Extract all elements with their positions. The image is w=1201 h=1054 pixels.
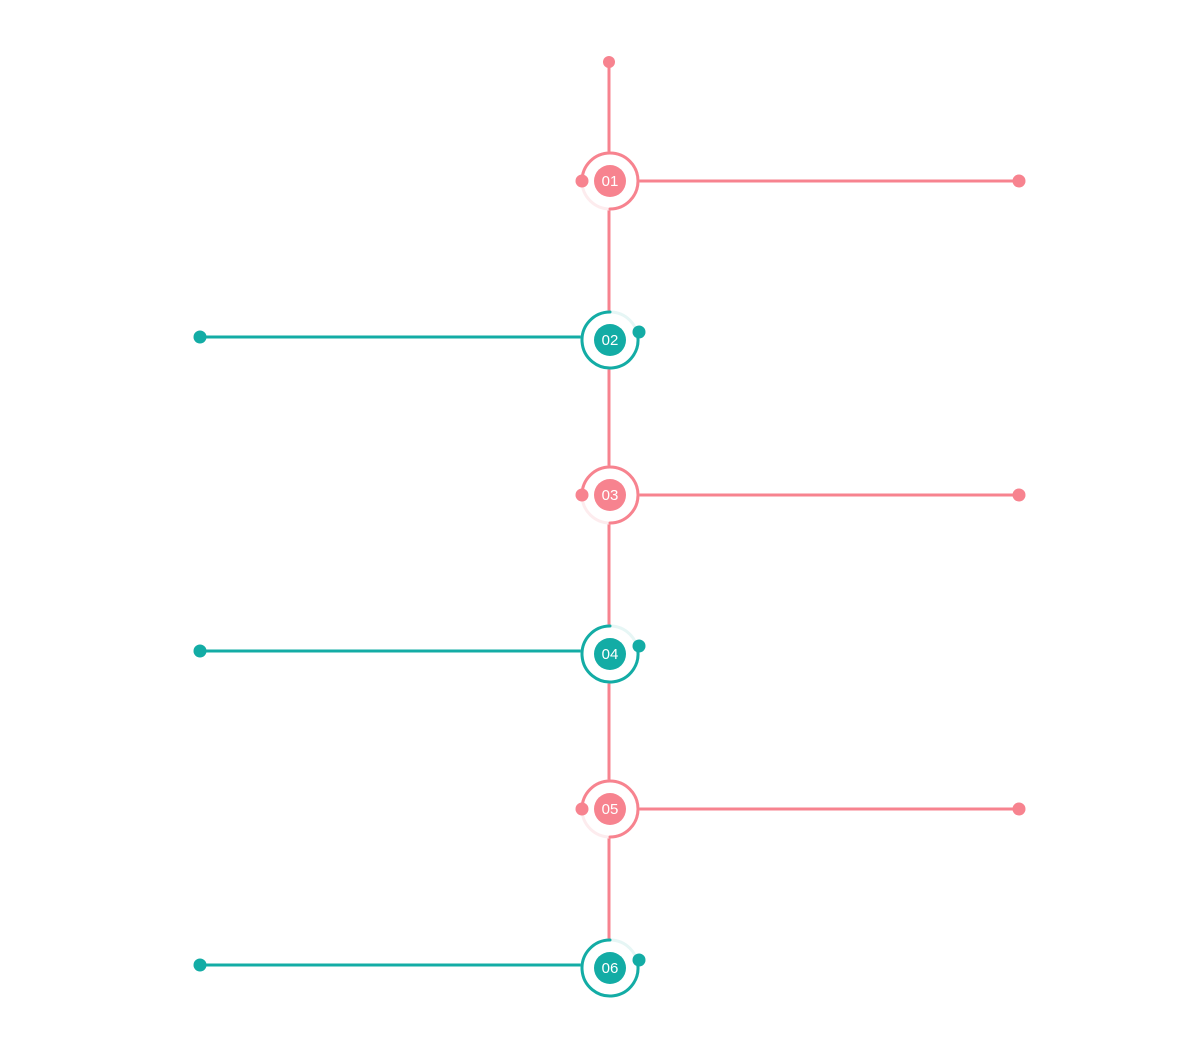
step-ring-arc	[580, 151, 640, 211]
step-ring-dot	[632, 639, 646, 653]
step-number: 04	[602, 646, 619, 663]
timeline-start-dot	[603, 56, 615, 68]
step-number: 01	[602, 173, 619, 190]
step-ring-dot	[575, 488, 589, 502]
step-connector-end-dot	[1012, 802, 1026, 816]
step-ring-arc	[580, 779, 640, 839]
step-ring-dot	[575, 802, 589, 816]
step-number: 05	[602, 801, 619, 818]
step-connector-end-dot	[193, 958, 207, 972]
step-badge	[594, 952, 626, 984]
step-badge	[594, 165, 626, 197]
step-01: 01	[575, 151, 1026, 211]
step-connector-end-dot	[1012, 488, 1026, 502]
step-ring-arc	[580, 465, 640, 525]
step-connector-end-dot	[193, 644, 207, 658]
step-03: 03	[575, 465, 1026, 525]
step-number: 02	[602, 332, 619, 349]
step-ring-arc	[580, 938, 640, 998]
step-05: 05	[575, 779, 1026, 839]
step-badge	[594, 793, 626, 825]
step-number: 03	[602, 487, 619, 504]
step-04: 04	[193, 624, 646, 684]
step-ring-dot	[632, 953, 646, 967]
step-connector-end-dot	[1012, 174, 1026, 188]
step-ring-arc	[580, 310, 640, 370]
step-badge	[594, 638, 626, 670]
step-ring-dot	[575, 174, 589, 188]
step-badge	[594, 324, 626, 356]
step-ring-arc	[580, 624, 640, 684]
step-06: 06	[193, 938, 646, 998]
step-02: 02	[193, 310, 646, 370]
step-badge	[594, 479, 626, 511]
step-ring-dot	[632, 325, 646, 339]
step-connector-end-dot	[193, 330, 207, 344]
step-number: 06	[602, 960, 619, 977]
